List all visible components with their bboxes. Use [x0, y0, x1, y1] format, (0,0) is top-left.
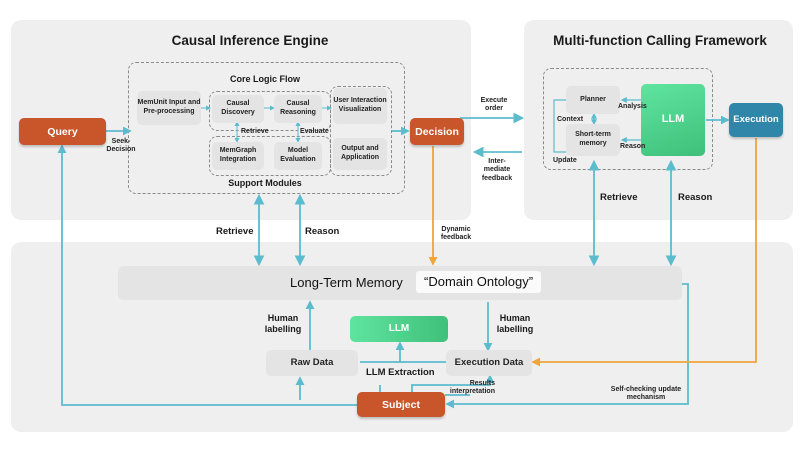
core-flow-title: Core Logic Flow	[229, 74, 300, 84]
update-label: Update	[553, 157, 577, 164]
raw-data-box[interactable]: Raw Data	[266, 350, 358, 376]
evaluate-small-label: Evaluate	[300, 128, 329, 135]
planner-box[interactable]: Planner	[566, 86, 620, 114]
support-modules-title: Support Modules	[228, 178, 302, 188]
execution-data-box[interactable]: Execution Data	[446, 350, 532, 376]
results-interpretation-label: Results interpretation	[449, 380, 495, 396]
intermediate-feedback-label: Inter-mediate feedback	[481, 158, 513, 182]
causal-discovery-box[interactable]: Causal Discovery	[212, 95, 264, 123]
memory-llm-box[interactable]: LLM	[350, 316, 448, 342]
execution-box[interactable]: Execution	[729, 103, 783, 137]
model-eval-box[interactable]: Model Evaluation	[274, 142, 322, 170]
llm-extraction-label: LLM Extraction	[366, 367, 435, 378]
framework-reason-label: Reason	[678, 192, 713, 203]
short-term-memory-box[interactable]: Short-term memory	[566, 124, 620, 156]
execution-to-data-line	[531, 138, 757, 367]
context-update-line	[553, 99, 566, 153]
retrieve-small-label: Retrieve	[241, 128, 269, 135]
framework-title: Multi-function Calling Framework	[553, 33, 767, 48]
output-dashed-group	[330, 86, 392, 176]
dynamic-feedback-label: Dynamic feedback	[440, 226, 472, 242]
human-labelling-left-label: Human labelling	[264, 313, 302, 335]
engine-retrieve-label: Retrieve	[216, 226, 254, 237]
results-interp-line	[411, 374, 495, 393]
engine-title: Causal Inference Engine	[171, 33, 329, 48]
framework-llm-box[interactable]: LLM	[641, 84, 705, 156]
memunit-box[interactable]: MemUnit Input and Pre-processing	[137, 91, 201, 125]
planner-dashed-group	[543, 68, 713, 170]
subject-to-query-line	[57, 144, 357, 406]
causal-reasoning-box[interactable]: Causal Reasoning	[274, 95, 322, 123]
subject-box[interactable]: Subject	[357, 392, 445, 417]
execute-order-label: Execute order	[480, 97, 508, 113]
output-app-box[interactable]: Output and Application	[333, 138, 387, 170]
framework-retrieve-label: Retrieve	[600, 192, 638, 203]
self-checking-label: Self-checking update mechanism	[610, 386, 682, 402]
reason-small-label: Reason	[620, 143, 646, 150]
ltm-label: Long-Term Memory	[290, 275, 403, 290]
context-label: Context	[557, 116, 584, 123]
subject-to-rawdata-line	[300, 378, 381, 400]
decision-box[interactable]: Decision	[410, 118, 464, 145]
human-labelling-right-label: Human labelling	[496, 313, 534, 335]
long-term-memory-bar[interactable]: Long-Term Memory “Domain Ontology”	[118, 266, 682, 300]
seek-decision-label: Seek-Decision	[106, 138, 136, 154]
user-viz-box[interactable]: User Interaction Visualization	[333, 88, 387, 124]
memgraph-box[interactable]: MemGraph Integration	[212, 142, 264, 170]
domain-ontology-label: “Domain Ontology”	[416, 271, 542, 294]
query-box[interactable]: Query	[19, 118, 106, 145]
engine-reason-label: Reason	[305, 226, 340, 237]
analysis-label: Analysis	[618, 103, 647, 110]
self-checking-line	[445, 283, 689, 409]
